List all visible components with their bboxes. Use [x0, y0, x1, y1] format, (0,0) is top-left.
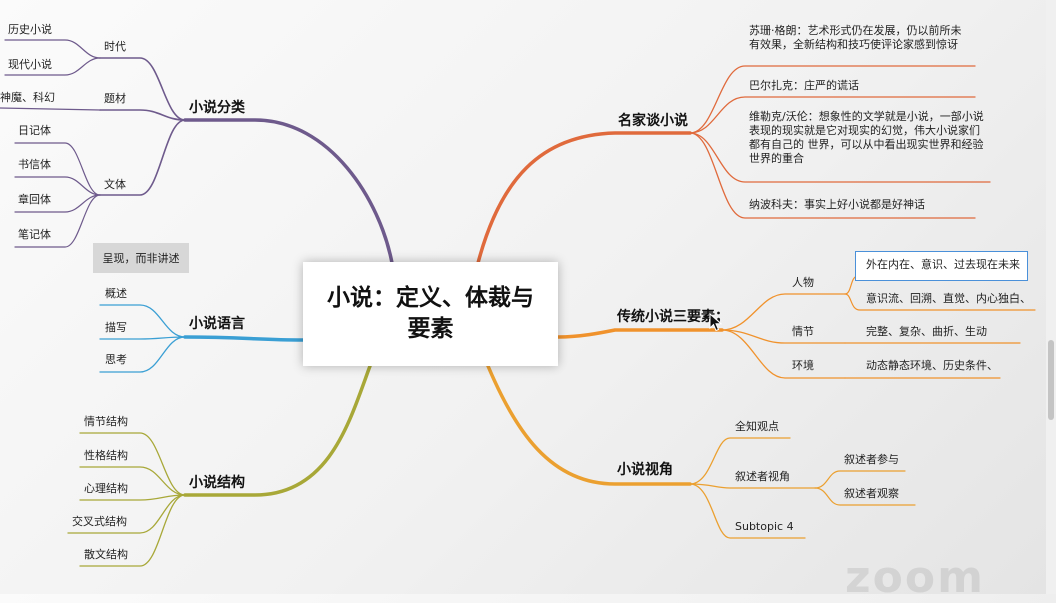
- quote-item-nabokov[interactable]: 纳波科夫：事实上好小说都是好神话: [749, 198, 925, 211]
- connector-style-notes: [14, 194, 101, 248]
- connector-style-letter: [14, 176, 101, 196]
- structure-item-psychological[interactable]: 心理结构: [84, 482, 128, 495]
- connector-style: [99, 119, 186, 196]
- era-item-historical[interactable]: 历史小说: [8, 23, 52, 36]
- structure-item-prose[interactable]: 散文结构: [84, 548, 128, 561]
- branch-structure[interactable]: 小说结构: [189, 475, 245, 491]
- structure-item-cross[interactable]: 交叉式结构: [72, 515, 127, 528]
- language-item-description[interactable]: 描写: [105, 321, 127, 334]
- connector-style-chapter: [14, 194, 101, 213]
- connector-quote-nabokov: [689, 132, 976, 219]
- connector-element-character: [721, 293, 846, 331]
- quote-item-wellek[interactable]: 维勒克/沃伦：想象性的文学就是小说，一部小说表现的现实就是它对现实的幻觉，伟大小…: [749, 110, 984, 165]
- classification-era[interactable]: 时代: [104, 40, 126, 53]
- connector-narrator-participant: [814, 470, 906, 489]
- connector-language: [183, 335, 305, 342]
- element-character[interactable]: 人物: [792, 276, 814, 289]
- narrator-item-participant[interactable]: 叙述者参与: [844, 453, 899, 466]
- connector-subject: [99, 109, 186, 121]
- zoom-watermark: zoom: [845, 552, 985, 603]
- perspective-item-subtopic[interactable]: Subtopic 4: [735, 520, 794, 533]
- language-note[interactable]: 呈现，而非讲述: [93, 243, 189, 273]
- style-item-diary[interactable]: 日记体: [18, 124, 51, 137]
- perspective-item-omniscient[interactable]: 全知观点: [735, 420, 779, 433]
- branch-perspective[interactable]: 小说视角: [617, 462, 673, 478]
- connector-quotes: [476, 131, 692, 265]
- era-item-modern[interactable]: 现代小说: [8, 58, 52, 71]
- plot-item-qualities[interactable]: 完整、复杂、曲折、生动: [866, 325, 987, 338]
- central-topic[interactable]: 小说：定义、体裁与要素: [303, 262, 558, 366]
- connector-elements: [556, 328, 724, 339]
- connector-style-diary: [14, 142, 101, 196]
- connector-narrator-observer: [814, 487, 916, 506]
- connector-structure-plot: [79, 432, 186, 496]
- connector-era-modern: [4, 57, 101, 76]
- classification-subject[interactable]: 题材: [104, 92, 126, 105]
- quote-item-balzac[interactable]: 巴尔扎克：庄严的谎话: [749, 79, 859, 92]
- connector-structure-cross: [67, 494, 186, 534]
- central-topic-title: 小说：定义、体裁与要素: [327, 285, 534, 342]
- connector-language-thinking: [99, 336, 186, 373]
- connector-element-setting: [721, 329, 846, 379]
- connector-character-stream: [844, 293, 1036, 311]
- connector-structure: [183, 364, 372, 497]
- setting-item-environment[interactable]: 动态静态环境、历史条件、: [866, 359, 998, 372]
- perspective-item-narrator[interactable]: 叙述者视角: [735, 470, 790, 483]
- connector-perspective: [486, 364, 692, 486]
- style-item-chapter[interactable]: 章回体: [18, 193, 51, 206]
- branch-classification[interactable]: 小说分类: [189, 100, 245, 116]
- language-item-summary[interactable]: 概述: [105, 287, 127, 300]
- scrollbar-thumb[interactable]: [1048, 340, 1054, 420]
- mouse-cursor-icon: [709, 313, 723, 332]
- language-item-thinking[interactable]: 思考: [105, 353, 127, 366]
- connector-language-summary: [99, 304, 186, 338]
- structure-item-plot[interactable]: 情节结构: [84, 415, 128, 428]
- connector-structure-character: [79, 466, 186, 496]
- quote-item-langer[interactable]: 苏珊·格朗：艺术形式仍在发展，仍以前所未有效果，全新结构和技巧使评论家感到惊讶: [749, 24, 962, 51]
- element-plot[interactable]: 情节: [792, 325, 814, 338]
- connector-structure-prose: [79, 494, 186, 567]
- connector-subject-fantasy: [0, 107, 101, 111]
- connector-era-historical: [4, 39, 101, 59]
- narrator-item-observer[interactable]: 叙述者观察: [844, 487, 899, 500]
- connector-quote-langer: [689, 65, 976, 134]
- character-item-inner-outer[interactable]: 外在内在、意识、过去现在未来: [866, 258, 1020, 271]
- style-item-letter[interactable]: 书信体: [18, 158, 51, 171]
- classification-style[interactable]: 文体: [104, 178, 126, 191]
- style-item-notes[interactable]: 笔记体: [18, 228, 51, 241]
- connector-quote-balzac: [689, 96, 976, 134]
- subject-item-fantasy[interactable]: 神魔、科幻: [0, 91, 55, 104]
- element-setting[interactable]: 环境: [792, 359, 814, 372]
- connector-perspective-subtopic: [689, 483, 806, 539]
- connector-element-plot: [721, 329, 846, 344]
- vertical-scrollbar[interactable]: [1046, 0, 1056, 594]
- connector-era: [99, 57, 186, 121]
- branch-elements[interactable]: 传统小说三要素；: [617, 309, 729, 325]
- connector-perspective-narrator: [689, 483, 816, 489]
- language-note-text: 呈现，而非讲述: [102, 252, 180, 265]
- connector-language-description: [99, 336, 186, 340]
- branch-quotes[interactable]: 名家谈小说: [618, 113, 688, 129]
- selected-topic-highlight: [855, 251, 1028, 281]
- branch-language[interactable]: 小说语言: [189, 316, 245, 332]
- structure-item-character[interactable]: 性格结构: [84, 449, 128, 462]
- character-item-stream[interactable]: 意识流、回溯、直觉、内心独白、: [866, 292, 1031, 305]
- connector-perspective-omniscient: [689, 437, 791, 485]
- connector-classification: [183, 118, 394, 265]
- connector-quote-wellek: [689, 132, 991, 183]
- connector-structure-psychological: [79, 494, 186, 501]
